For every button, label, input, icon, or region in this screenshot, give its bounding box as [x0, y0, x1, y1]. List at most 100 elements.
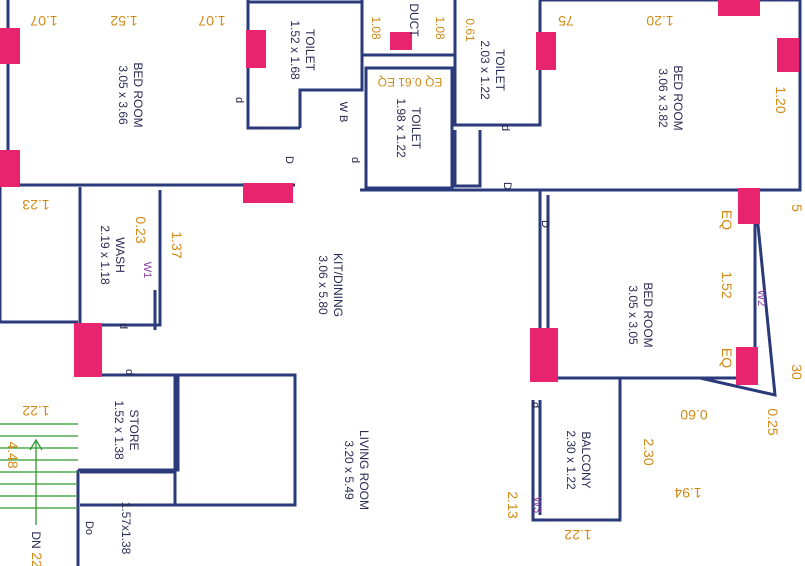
wall-wash — [78, 187, 162, 327]
door-label: d — [233, 97, 245, 103]
dimensions: 1.07 1.52 1.07 1.08 1.08 EQ 0.61 EQ 0.61… — [5, 13, 805, 566]
dim-top-1-07-b: 1.07 — [198, 13, 225, 29]
misc-labels: DUCT W B DN Do — [29, 3, 421, 548]
door-label: d — [117, 323, 129, 329]
dn-label: DN — [29, 531, 43, 548]
door-label: D — [501, 182, 513, 190]
window-labels: W1 W2 W3 — [141, 262, 767, 514]
room-size: 1.52 x 1.68 — [288, 20, 302, 80]
room-size: 3.05 x 3.66 — [116, 65, 130, 125]
door-label: D — [283, 156, 295, 164]
dim-bed-1-52: 1.52 — [719, 271, 735, 298]
door-label: d — [529, 402, 541, 408]
dim-wash-1-37: 1.37 — [169, 231, 185, 258]
wall-balcony — [531, 378, 622, 522]
wall-store-right — [173, 373, 297, 507]
room-size: 3.06 x 3.82 — [656, 68, 670, 128]
room-kit-dining: KIT/DINING 3.06 x 5.80 — [316, 253, 345, 317]
room-labels: BED ROOM 3.05 x 3.66 TOILET 1.52 x 1.68 … — [98, 20, 685, 554]
columns — [0, 0, 799, 385]
dim-edge-22: 22 — [29, 552, 45, 566]
room-living: LIVING ROOM 3.20 x 5.49 — [342, 430, 371, 510]
wb-label: W B — [337, 102, 349, 123]
room-balcony: BALCONY 2.30 x 1.22 — [564, 430, 593, 490]
room-name: BED ROOM — [641, 282, 655, 347]
column — [390, 32, 412, 50]
column — [718, 0, 760, 16]
dim-wash-0-23: 0.23 — [133, 216, 149, 243]
room-name: KIT/DINING — [331, 253, 345, 317]
dim-right-30: 30 — [789, 364, 805, 380]
dim-bal-2-30: 2.30 — [641, 438, 657, 465]
column — [0, 28, 20, 64]
room-name: BED ROOM — [671, 65, 685, 130]
dim-right-5: 5 — [789, 204, 805, 212]
room-bedroom-mid: BED ROOM 3.05 x 3.05 — [626, 282, 655, 347]
duct-label: DUCT — [407, 3, 421, 37]
dim-top-1-07-a: 1.07 — [30, 13, 57, 29]
dim-eq-0-61: EQ 0.61 EQ — [378, 75, 443, 89]
do-label: Do — [83, 521, 95, 535]
room-name: BED ROOM — [131, 62, 145, 127]
wall-stair-box — [80, 470, 177, 507]
dim-stair-4-48: 4.48 — [5, 441, 21, 468]
column — [530, 328, 558, 382]
room-name: BALCONY — [579, 431, 593, 488]
column — [0, 150, 20, 187]
wall-store — [78, 373, 180, 472]
dim-right-0-25: 0.25 — [765, 408, 781, 435]
dim-top-1-20: 1.20 — [646, 13, 673, 29]
room-stair-bottom: 1.57x1.38 — [119, 502, 133, 555]
room-toilet-3: TOILET 2.03 x 1.22 — [478, 40, 507, 100]
column — [536, 32, 556, 70]
room-name: STORE — [127, 409, 141, 450]
room-size: 2.03 x 1.22 — [478, 40, 492, 100]
room-store: STORE 1.52 x 1.38 — [112, 400, 141, 460]
room-size: 1.57x1.38 — [119, 502, 133, 555]
stair-arrow-head — [29, 438, 43, 451]
dim-bot-1-94: 1.94 — [674, 485, 701, 501]
door-label: D — [539, 220, 551, 228]
room-bedroom-left: BED ROOM 3.05 x 3.66 — [116, 62, 145, 127]
column — [74, 323, 102, 377]
dim-left-1-23: 1.23 — [22, 197, 49, 213]
stairs — [0, 423, 78, 525]
column — [246, 30, 266, 68]
room-size: 3.20 x 5.49 — [342, 440, 356, 500]
dim-bot-1-22: 1.22 — [564, 527, 591, 543]
room-bedroom-right: BED ROOM 3.06 x 3.82 — [656, 65, 685, 130]
room-size: 2.30 x 1.22 — [564, 430, 578, 490]
door-labels: d D d d D D d d d — [117, 97, 551, 408]
room-name: WASH — [113, 237, 127, 273]
column — [736, 347, 758, 385]
dim-eq-top: EQ — [719, 210, 735, 230]
door-label: d — [499, 125, 511, 131]
dim-right-1-20: 1.20 — [773, 86, 789, 113]
room-wash: WASH 2.19 x 1.18 — [98, 225, 127, 285]
column — [243, 183, 293, 203]
door-label: d — [123, 369, 135, 375]
dim-left-1-22: 1.22 — [22, 403, 49, 419]
wall-toilet-2 — [364, 66, 454, 190]
dim-top-1-52: 1.52 — [110, 13, 137, 29]
room-name: LIVING ROOM — [357, 430, 371, 510]
dim-right-0-60: 0.60 — [680, 407, 707, 423]
wall-left-boundary — [0, 185, 78, 324]
window-label-w2: W2 — [755, 290, 767, 307]
window-label-w1: W1 — [141, 262, 153, 279]
dim-top-75: 75 — [558, 13, 574, 29]
dim-duct-1-08-a: 1.08 — [369, 16, 383, 40]
room-toilet-1: TOILET 1.52 x 1.68 — [288, 20, 317, 80]
dim-duct-1-08-b: 1.08 — [433, 16, 447, 40]
room-size: 3.05 x 3.05 — [626, 285, 640, 345]
room-size: 1.98 x 1.22 — [394, 98, 408, 158]
column — [777, 38, 799, 72]
wall-duct — [360, 0, 455, 57]
window-label-w3: W3 — [531, 497, 543, 514]
room-size: 1.52 x 1.38 — [112, 400, 126, 460]
room-size: 3.06 x 5.80 — [316, 255, 330, 315]
door-label: d — [349, 157, 361, 163]
wall-bedroom-right — [540, 0, 802, 192]
room-toilet-2: TOILET 1.98 x 1.22 — [394, 98, 423, 158]
